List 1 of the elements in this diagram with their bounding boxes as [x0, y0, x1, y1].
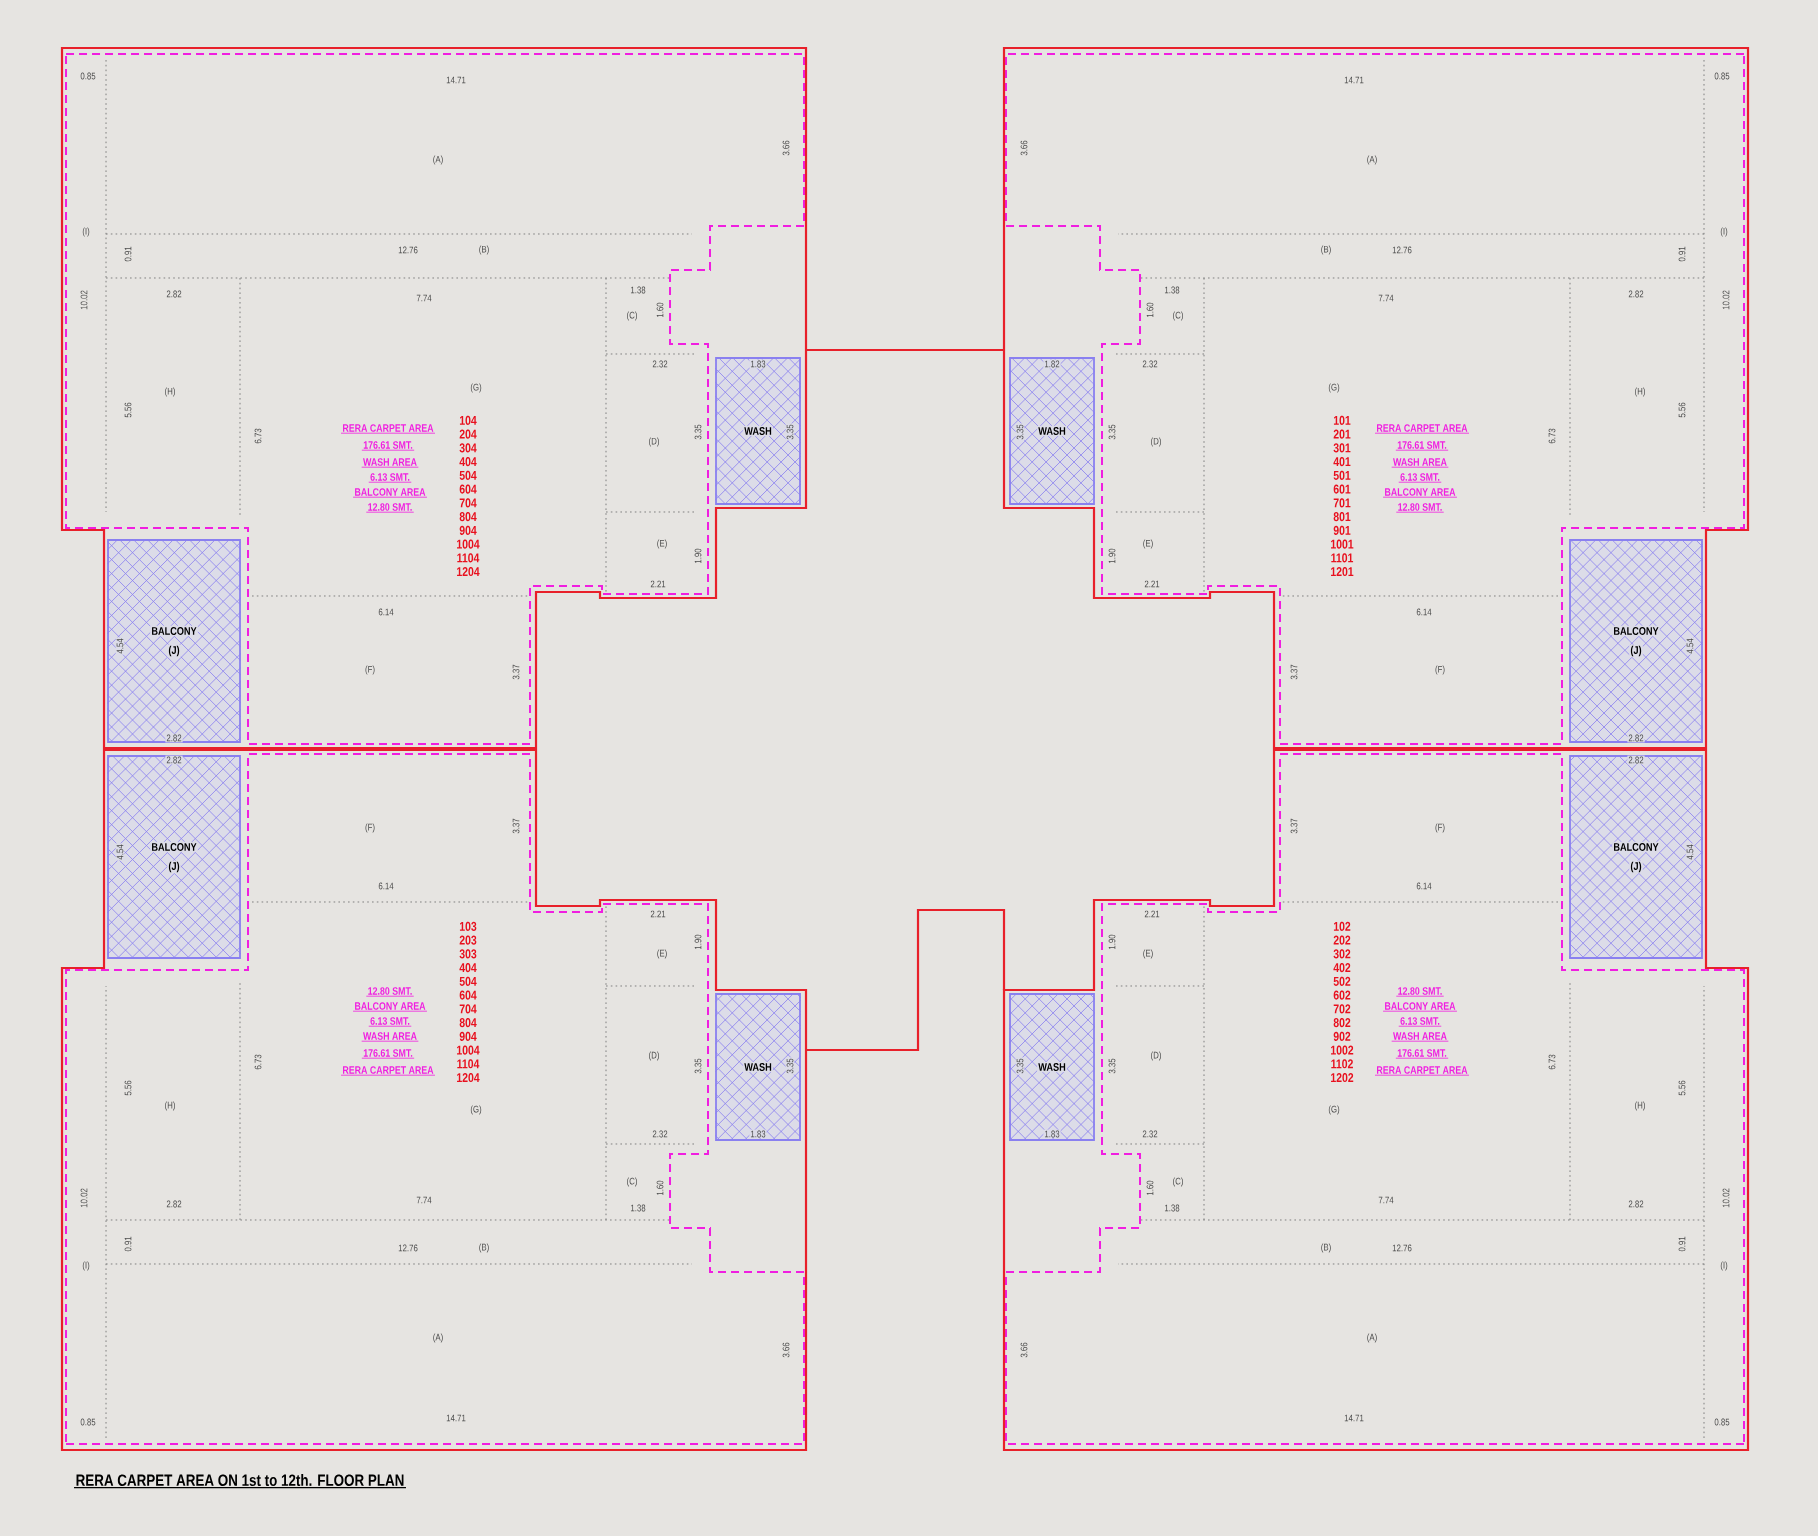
plan-caption: RERA CARPET AREA ON 1st to 12th. FLOOR PLAN [73, 1474, 407, 1489]
